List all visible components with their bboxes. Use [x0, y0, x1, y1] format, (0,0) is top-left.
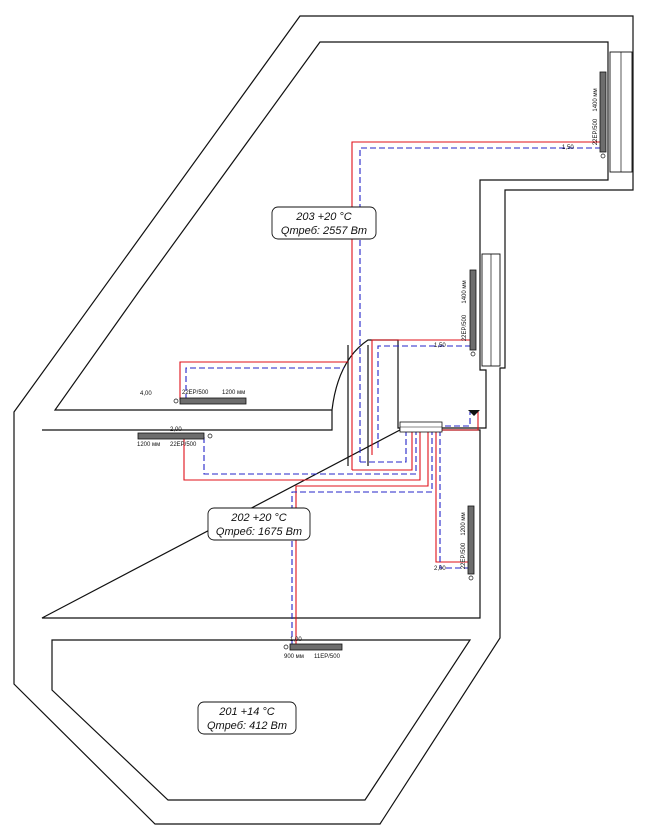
radiator-right-top-valve: [600, 153, 606, 159]
manifold: [399, 410, 480, 433]
return-pipes: [185, 147, 600, 646]
room-label-201: 201 +14 °C Qтреб: 412 Вт: [197, 701, 297, 735]
radiator-lower-left-elevation: 2,00: [170, 427, 182, 433]
supply-pipe-right-low: [435, 432, 470, 563]
return-pipe-203-top: [359, 147, 600, 462]
radiator-upper-left-elevation: 4,00: [140, 391, 152, 397]
outer-wall: [13, 15, 634, 825]
radiator-upper-left-model: 22EP/500: [182, 390, 209, 396]
room-label-201-load: Qтреб: 412 Вт: [207, 720, 287, 732]
riser-arrow-icon: [468, 410, 480, 416]
radiator-right-mid-model: 22EP/500: [462, 314, 468, 341]
supply-pipe-203-mid: [371, 339, 472, 455]
supply-pipe-riser: [352, 432, 413, 471]
radiator-lower-left-valve: [207, 433, 213, 439]
supply-pipe-bottom: [295, 432, 429, 646]
radiator-right-low-elevation: 2,00: [434, 566, 446, 572]
radiator-right-mid: [469, 269, 477, 351]
radiator-upper-left-valve: [173, 398, 179, 404]
room-label-202-box: [207, 507, 311, 541]
radiator-right-low-model: 22EP/500: [461, 542, 467, 569]
radiator-bottom-valve: [283, 644, 289, 650]
return-pipe-lower-left: [203, 432, 417, 475]
radiator-upper-left-length: 1200 мм: [222, 390, 245, 396]
room-label-201-box: [197, 701, 297, 735]
room-201-inner-wall: [51, 639, 472, 801]
return-pipe-upper-left: [185, 367, 344, 400]
room-label-201-title: 201 +14 °C: [218, 706, 275, 718]
room-label-203-box: [271, 206, 377, 240]
return-pipe-riser: [360, 432, 407, 463]
windows: [481, 51, 633, 367]
return-pipe-bottom: [291, 432, 433, 646]
supply-pipe-lower-left: [183, 432, 421, 481]
radiator-bottom-model: 11EP/500: [314, 654, 341, 660]
radiator-bottom: [289, 643, 343, 651]
room-label-203-title: 203 +20 °C: [295, 211, 352, 223]
radiator-right-low-valve: [468, 575, 474, 581]
room-label-203-load: Qтреб: 2557 Вт: [281, 225, 367, 237]
radiator-bottom-elevation: 1,00: [290, 637, 302, 643]
radiator-right-top-elevation: 1,50: [562, 145, 574, 151]
radiator-right-mid-length: 1400 мм: [462, 280, 468, 303]
radiator-lower-left: [137, 432, 205, 440]
radiator-right-top: [599, 71, 607, 153]
radiator-right-top-length: 1400 мм: [593, 88, 599, 111]
radiators: 1400 мм 22EP/500 1,50 1400 мм 22EP/500 1…: [137, 71, 607, 660]
room-label-202-title: 202 +20 °C: [230, 512, 287, 524]
room-203-inner-wall: [53, 41, 609, 429]
radiator-right-mid-elevation: 1,50: [434, 343, 446, 349]
radiator-right-top-model: 22EP/500: [593, 118, 599, 145]
radiator-lower-left-length: 1200 мм: [137, 442, 160, 448]
return-pipe-right-low: [439, 432, 470, 569]
curved-partition: [347, 345, 369, 466]
room-label-202: 202 +20 °C Qтреб: 1675 Вт: [207, 507, 311, 541]
radiator-bottom-length: 900 мм: [284, 654, 304, 660]
walls: [13, 15, 634, 825]
radiator-right-mid-valve: [470, 351, 476, 357]
supply-pipe-203-top: [351, 141, 600, 470]
radiator-right-low-length: 1200 мм: [461, 512, 467, 535]
room-label-202-load: Qтреб: 1675 Вт: [216, 526, 302, 538]
radiator-lower-left-model: 22EP/500: [170, 442, 197, 448]
radiator-upper-left: [179, 397, 247, 405]
radiator-right-low: [467, 505, 475, 575]
supply-pipe-upper-left: [179, 361, 348, 400]
return-pipe-203-mid: [377, 345, 472, 448]
room-label-203: 203 +20 °C Qтреб: 2557 Вт: [271, 206, 377, 240]
